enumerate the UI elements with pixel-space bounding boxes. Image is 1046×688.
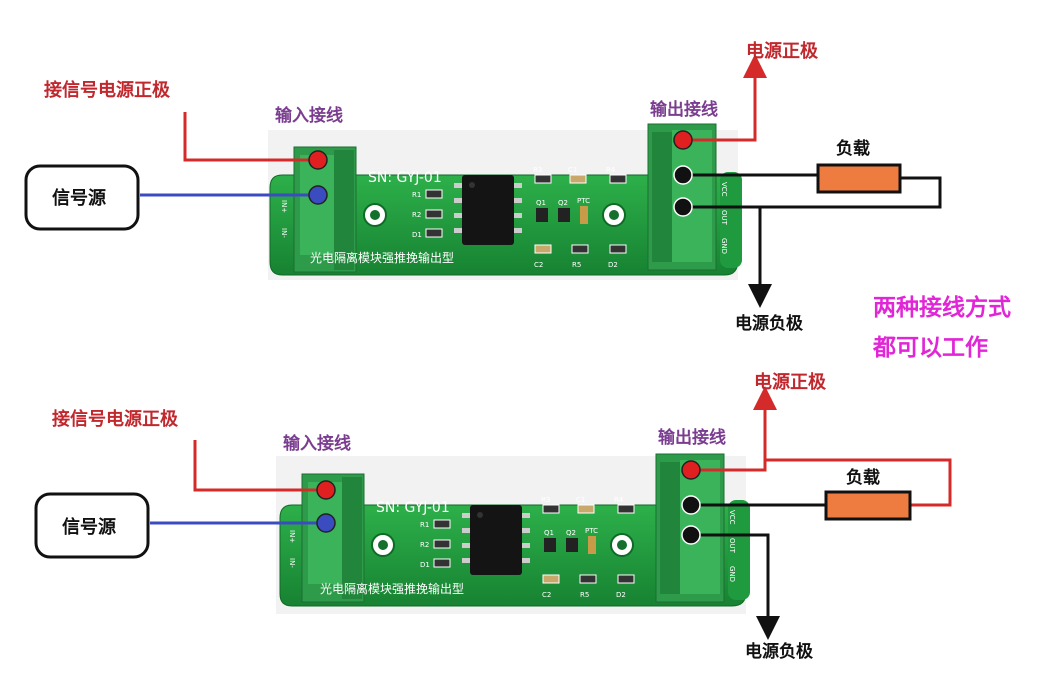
top-load-resistor <box>816 163 902 194</box>
top-input-pin-positive <box>308 150 328 170</box>
bottom-output-pin-out <box>681 495 701 515</box>
top-silk-in-minus: IN- <box>280 228 288 238</box>
top-silk-c1: C1 <box>568 166 577 174</box>
top-wire-load-b <box>683 176 942 209</box>
top-silk-q1: Q1 <box>536 199 546 207</box>
top-wire-power-negative <box>683 205 772 308</box>
top-board-title: 光电隔离模块强推挽输出型 <box>310 250 454 265</box>
bottom-load-resistor <box>824 490 912 521</box>
bottom-silk-q2: Q2 <box>566 529 576 537</box>
top-silk-vcc: VCC <box>720 182 728 197</box>
bottom-input-label: 输入接线 <box>283 433 351 454</box>
top-output-pin-vcc <box>673 130 693 150</box>
top-silk-ptc: PTC <box>577 197 590 205</box>
top-pcb-board: SN: GYJ-01 光电隔离模块强推挽输出型 R1 R2 D1 R3 C1 R… <box>268 123 742 280</box>
bottom-load-label: 负载 <box>846 467 880 488</box>
bottom-silk-gnd: GND <box>728 566 736 582</box>
bottom-optocoupler-chip <box>462 505 530 575</box>
top-output-pin-gnd <box>673 197 693 217</box>
top-silk-in-plus: IN+ <box>280 200 288 213</box>
bottom-signal-source-label: 信号源 <box>62 516 116 538</box>
bottom-output-pin-gnd <box>681 525 701 545</box>
bottom-silk-c2: C2 <box>542 591 551 599</box>
note-line-2: 都可以工作 <box>872 335 988 361</box>
top-input-label: 输入接线 <box>275 105 343 126</box>
bottom-signal-source-box <box>34 492 150 559</box>
bottom-board-title: 光电隔离模块强推挽输出型 <box>320 581 464 596</box>
top-silk-out: OUT <box>720 210 728 226</box>
top-input-terminal <box>293 146 357 273</box>
bottom-wire-power-positive <box>691 386 777 472</box>
bottom-silk-r3: R3 <box>541 496 550 504</box>
top-signal-source-box <box>24 164 140 231</box>
bottom-wire-power-negative <box>691 533 780 640</box>
bottom-silk-out: OUT <box>728 538 736 554</box>
top-power-negative-label: 电源负极 <box>735 313 803 334</box>
top-silk-d2: D2 <box>608 261 618 269</box>
top-silk-c2: C2 <box>534 261 543 269</box>
top-smd-components <box>425 174 627 254</box>
bottom-silk-vcc: VCC <box>728 510 736 525</box>
bottom-signal-positive-label: 接信号电源正极 <box>52 408 179 430</box>
bottom-silk-ptc: PTC <box>585 527 598 535</box>
bottom-wire-load-a <box>765 458 952 507</box>
bottom-silk-in-plus: IN+ <box>288 530 296 543</box>
top-power-positive-label: 电源正极 <box>746 40 819 62</box>
top-silk-r3: R3 <box>533 166 542 174</box>
top-load-label: 负载 <box>836 138 870 159</box>
bottom-silk-in-minus: IN- <box>288 558 296 568</box>
top-signal-source-label: 信号源 <box>52 187 106 209</box>
bottom-silk-r5: R5 <box>580 591 589 599</box>
bottom-power-negative-label: 电源负极 <box>745 641 813 662</box>
bottom-sn-text: SN: GYJ-01 <box>376 500 450 516</box>
top-optocoupler-chip <box>454 175 522 245</box>
top-wire-power-positive <box>683 54 767 142</box>
top-input-pin-signal <box>308 185 328 205</box>
bottom-silk-d1: D1 <box>420 561 430 569</box>
bottom-silk-r1: R1 <box>420 521 429 529</box>
bottom-wire-signal-positive <box>193 440 326 492</box>
bottom-output-pin-vcc <box>681 460 701 480</box>
bottom-power-positive-label: 电源正极 <box>754 371 827 393</box>
bottom-silk-r2: R2 <box>420 541 429 549</box>
top-silk-r4: R4 <box>606 166 616 174</box>
bottom-input-pin-positive <box>316 480 336 500</box>
bottom-silk-q1: Q1 <box>544 529 554 537</box>
bottom-silk-r4: R4 <box>614 496 624 504</box>
bottom-input-pin-signal <box>316 513 336 533</box>
top-silk-r2: R2 <box>412 211 421 219</box>
bottom-output-label: 输出接线 <box>658 427 726 448</box>
bottom-silk-d2: D2 <box>616 591 626 599</box>
bottom-diagram: SN: GYJ-01 光电隔离模块强推挽输出型 R1 R2 D1 R3 C1 R… <box>34 371 952 662</box>
top-output-pin-out <box>673 165 693 185</box>
bottom-silk-c1: C1 <box>576 496 585 504</box>
top-silk-gnd: GND <box>720 238 728 254</box>
bottom-pcb-board: SN: GYJ-01 光电隔离模块强推挽输出型 R1 R2 D1 R3 C1 R… <box>276 453 750 614</box>
top-sn-text: SN: GYJ-01 <box>368 170 442 186</box>
top-silk-d1: D1 <box>412 231 422 239</box>
top-signal-positive-label: 接信号电源正极 <box>44 79 171 101</box>
bottom-smd-components <box>433 504 635 584</box>
top-wire-signal-positive <box>183 112 318 162</box>
top-silk-r5: R5 <box>572 261 581 269</box>
top-silk-r1: R1 <box>412 191 421 199</box>
top-silk-q2: Q2 <box>558 199 568 207</box>
top-diagram: SN: GYJ-01 光电隔离模块强推挽输出型 R1 R2 D1 R3 C1 R… <box>24 40 942 334</box>
note-line-1: 两种接线方式 <box>873 294 1011 321</box>
top-output-label: 输出接线 <box>650 99 718 120</box>
